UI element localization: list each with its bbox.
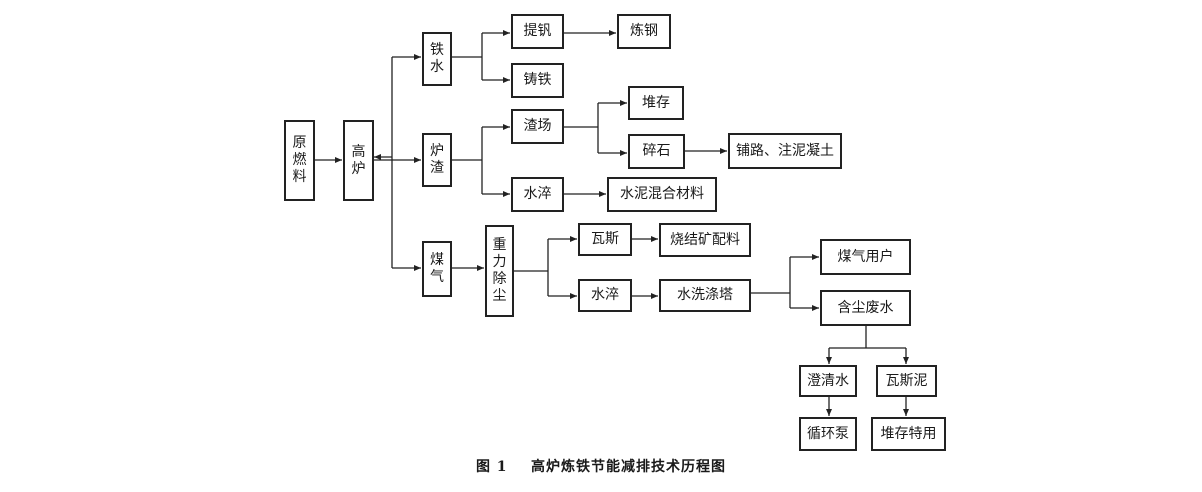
node-clarified-water: 澄清水 <box>799 365 857 397</box>
node-gravity-dust-removal: 重 力 除 尘 <box>485 225 514 317</box>
node-gas-sludge: 瓦斯泥 <box>876 365 937 397</box>
node-sinter-ingredient: 烧结矿配料 <box>659 223 751 257</box>
node-water-quench-gas: 水淬 <box>578 279 632 312</box>
node-stockpile-special: 堆存特用 <box>871 417 946 451</box>
node-gas: 煤 气 <box>422 241 452 297</box>
node-stockpile: 堆存 <box>628 86 684 120</box>
node-water-quench-slag: 水淬 <box>511 177 564 212</box>
node-dusty-wastewater: 含尘废水 <box>820 290 911 326</box>
node-blast-furnace: 高 炉 <box>343 120 374 201</box>
node-vanadium-extraction: 提钒 <box>511 14 564 49</box>
node-furnace-slag: 炉 渣 <box>422 133 452 187</box>
node-hot-metal: 铁 水 <box>422 32 452 86</box>
node-cement-mix: 水泥混合材料 <box>607 177 717 212</box>
node-gas-gas: 瓦斯 <box>578 223 632 256</box>
node-steelmaking: 炼钢 <box>617 14 671 49</box>
node-circulation-pump: 循环泵 <box>799 417 857 451</box>
node-cast-iron: 铸铁 <box>511 63 564 98</box>
node-road-concrete: 铺路、注泥凝土 <box>728 133 842 169</box>
node-raw-material: 原 燃 料 <box>284 120 315 201</box>
node-gas-user: 煤气用户 <box>820 239 911 275</box>
node-scrubber-tower: 水洗涤塔 <box>659 279 751 312</box>
node-crushed-stone: 碎石 <box>628 134 685 169</box>
figure-caption: 图 1 高炉炼铁节能减排技术历程图 <box>475 459 727 475</box>
node-slag-yard: 渣场 <box>511 109 564 144</box>
